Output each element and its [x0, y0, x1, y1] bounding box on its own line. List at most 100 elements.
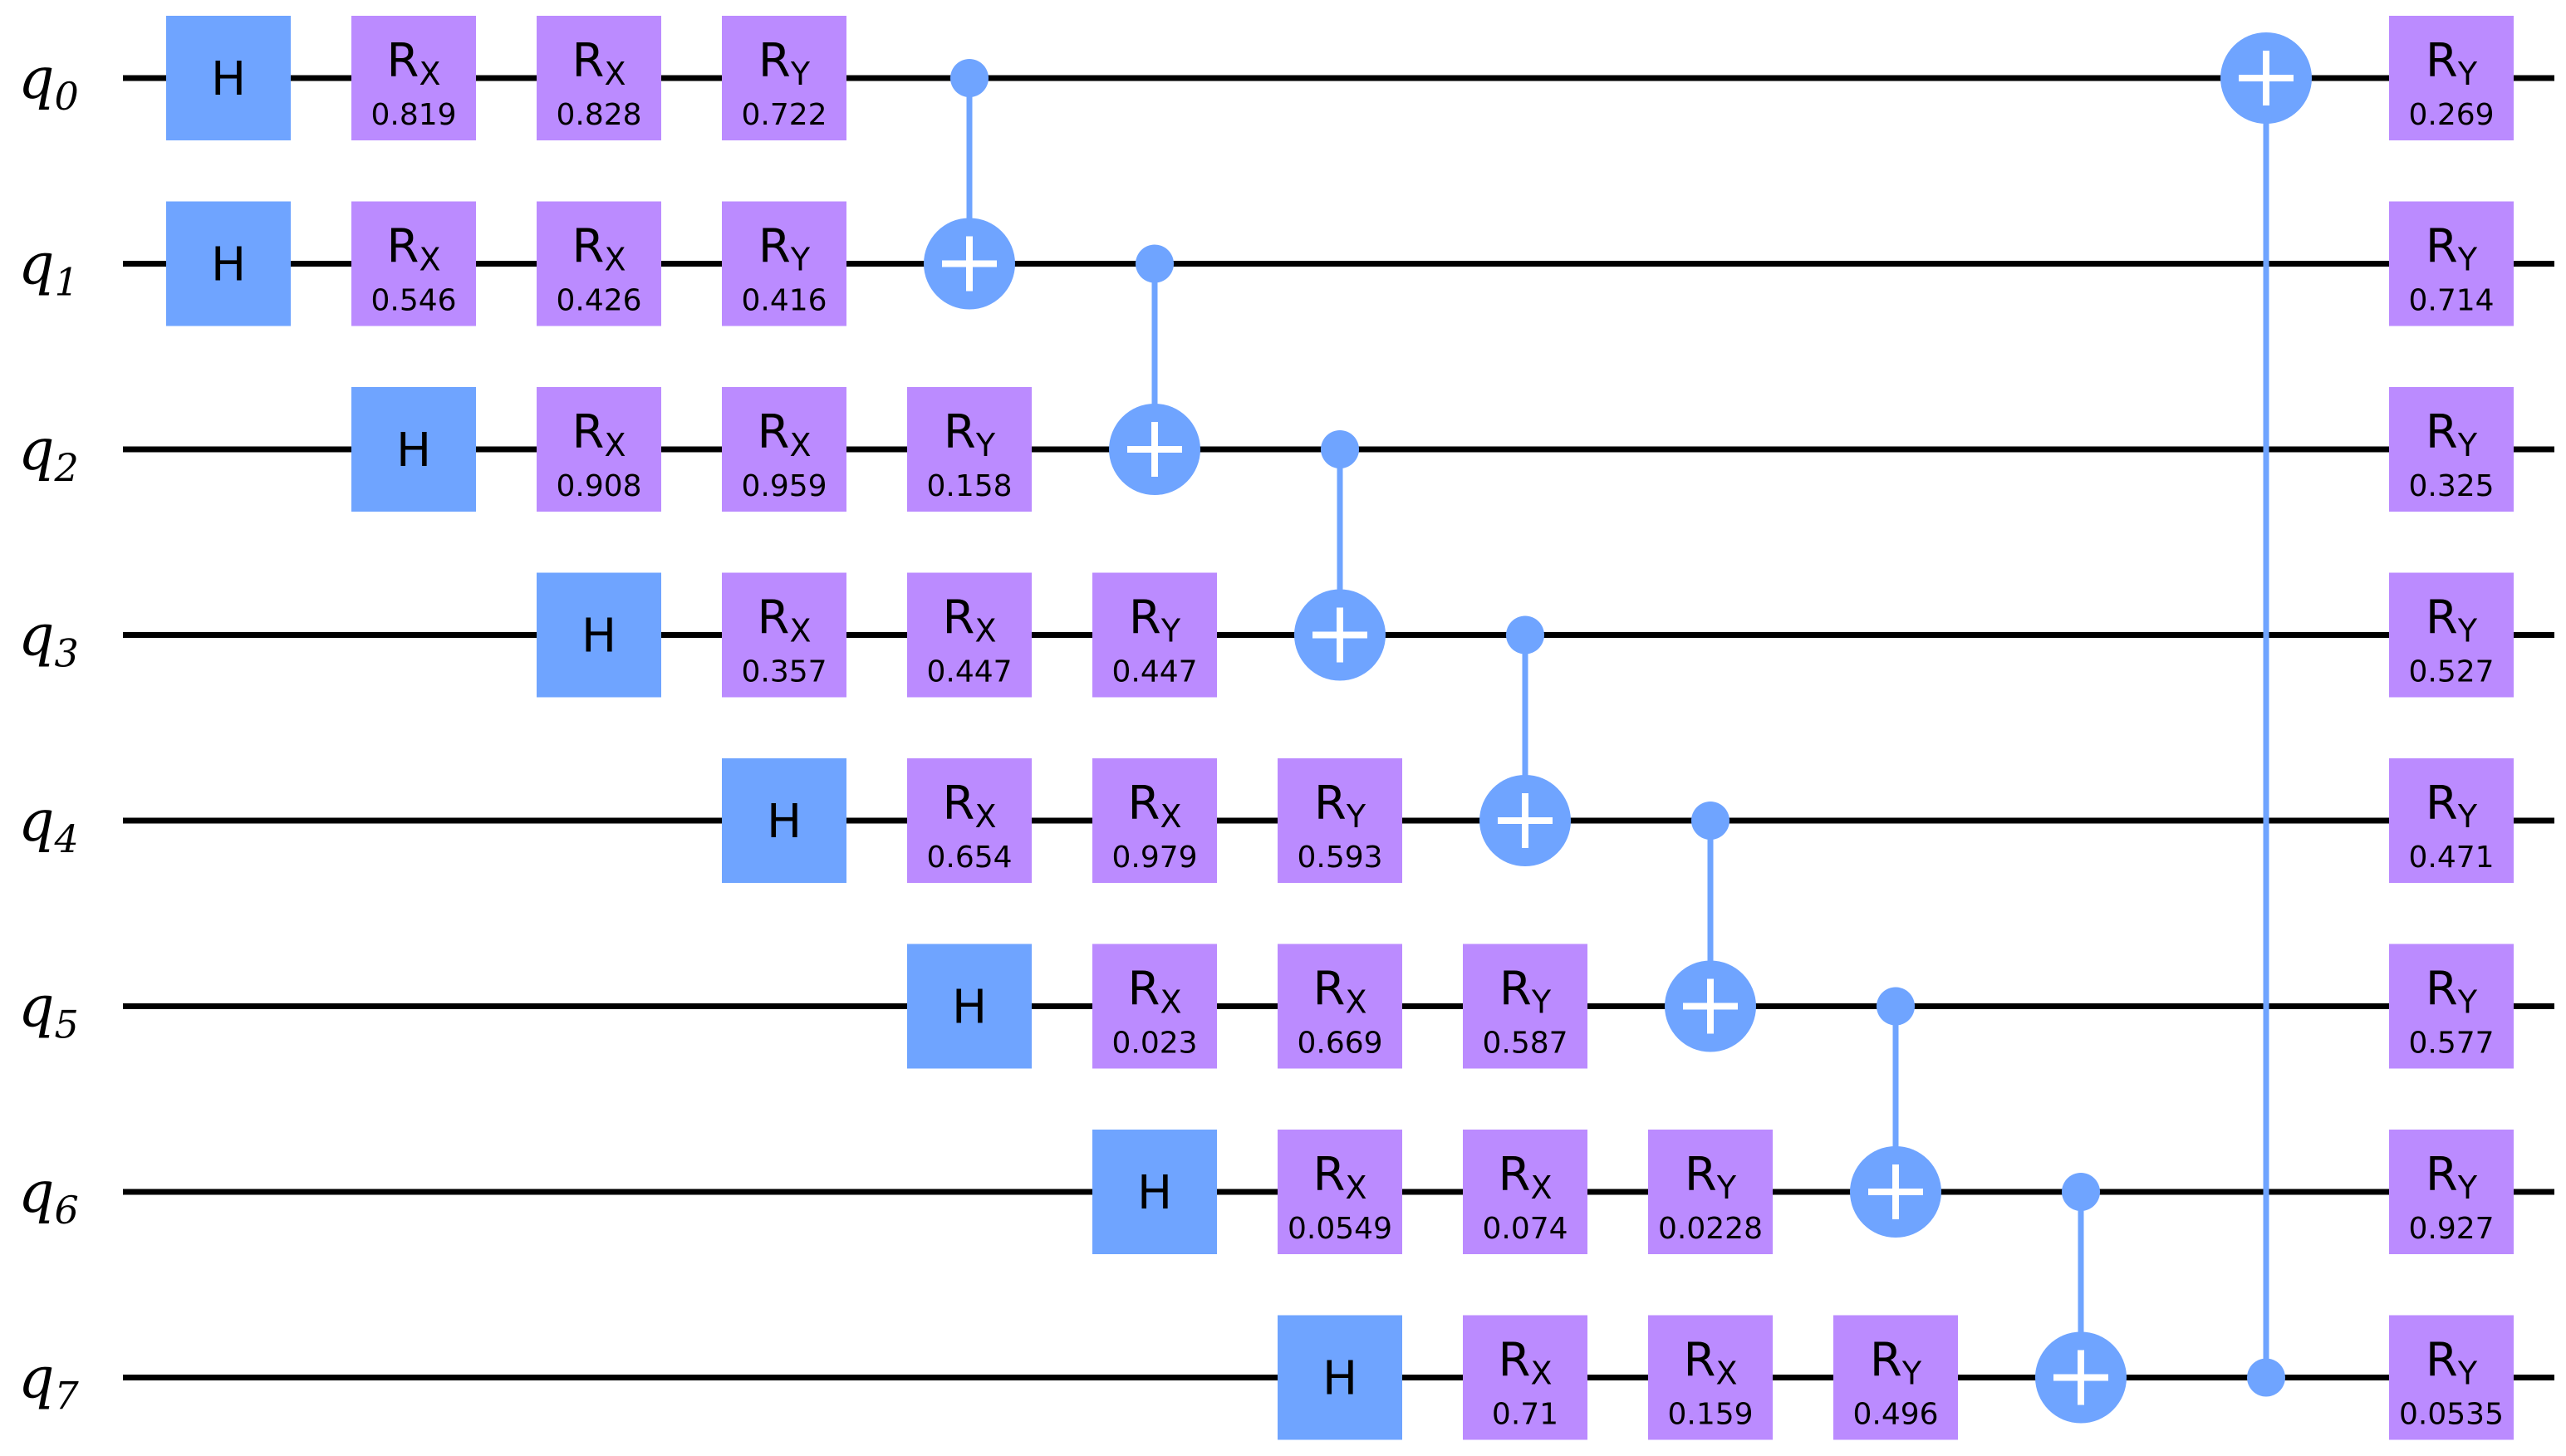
gate-label: H [211, 238, 246, 292]
gate-box [1833, 1315, 1958, 1440]
gate-param: 0.927 [2408, 1212, 2494, 1246]
gate-param: 0.0549 [1288, 1212, 1392, 1246]
rx-gate: RX0.074 [1463, 1130, 1587, 1254]
gate-box [722, 201, 846, 326]
gate-label: RY [2426, 34, 2478, 92]
gate-box [166, 201, 291, 326]
gate-box [351, 16, 476, 140]
qubit-label-2: q2 [18, 418, 79, 490]
gate-label: RY [1314, 777, 1366, 835]
cnot-gate [1109, 244, 1200, 495]
ry-gate: RY0.0228 [1648, 1130, 1773, 1254]
gate-label: RX [1313, 963, 1367, 1021]
ry-gate: RY 0.269 [2389, 16, 2514, 140]
gate-param: 0.416 [741, 284, 827, 318]
rx-gate: RX 0.908 [537, 387, 661, 512]
gate-label: RX [387, 34, 441, 92]
gate-param: 0.527 [2408, 655, 2494, 689]
gate-box [1648, 1130, 1773, 1254]
gate-box [1463, 1130, 1587, 1254]
gate-box [537, 201, 661, 326]
gate-label: RY [2426, 1334, 2478, 1392]
cnot-gate [1294, 430, 1386, 681]
gate-label: RX [1684, 1334, 1738, 1392]
gate-box [1463, 1315, 1587, 1440]
qubit-label-6: q6 [18, 1160, 79, 1233]
cnot-gate [2035, 1173, 2127, 1424]
control-dot [2247, 1358, 2285, 1397]
gate-label: RY [2426, 405, 2478, 463]
gate-param: 0.546 [370, 284, 456, 318]
gate-label: RX [572, 405, 626, 463]
gate-label: RY [1129, 591, 1181, 650]
gate-param: 0.654 [926, 841, 1012, 875]
cnot-gate [1665, 802, 1756, 1052]
gate-box [1648, 1315, 1773, 1440]
control-dot [1691, 802, 1729, 840]
ry-gate: RY 0.447 [1092, 572, 1217, 698]
gate-param: 0.722 [741, 98, 827, 132]
gate-box [907, 572, 1032, 698]
gate-label: H [1137, 1166, 1172, 1220]
gate-param: 0.669 [1297, 1027, 1382, 1061]
gate-box [722, 16, 846, 140]
gate-label: RX [1499, 1334, 1553, 1392]
gate-param: 0.426 [556, 284, 641, 318]
ry-gate: RY 0.587 [1463, 944, 1587, 1069]
gate-box [166, 16, 291, 140]
control-dot [1506, 615, 1544, 654]
gate-param: 0.325 [2408, 469, 2494, 503]
control-dot [1321, 430, 1359, 468]
qubit-label-4: q4 [18, 789, 79, 861]
gate-box [907, 758, 1032, 883]
ry-gate: RY0.471 [2389, 758, 2514, 883]
gate-param: 0.023 [1111, 1027, 1197, 1061]
gate-param: 0.447 [1111, 655, 1197, 689]
gate-label: H [767, 795, 802, 849]
rx-gate: RX 0.71 [1463, 1315, 1587, 1440]
gate-box [2389, 201, 2514, 326]
gate-param: 0.587 [1482, 1027, 1568, 1061]
gate-box [1092, 944, 1217, 1069]
gate-box [1278, 1130, 1402, 1254]
qubit-label-5: q5 [18, 975, 79, 1047]
gate-label: RY [1499, 963, 1552, 1021]
h-gate: H [537, 572, 661, 698]
gate-param: 0.959 [741, 469, 827, 503]
gate-box [2389, 387, 2514, 512]
gate-label: H [952, 981, 987, 1035]
gate-box [722, 572, 846, 698]
gate-param: 0.357 [741, 655, 827, 689]
gate-param: 0.828 [556, 98, 641, 132]
ry-gate: RY0.0535 [2389, 1315, 2514, 1440]
gate-param: 0.471 [2408, 841, 2494, 875]
rx-gate: RX0.979 [1092, 758, 1217, 883]
qubit-label-7: q7 [18, 1346, 80, 1419]
gate-param: 0.714 [2408, 284, 2494, 318]
rx-gate: RX0.447 [907, 572, 1032, 698]
ry-gate: RY 0.714 [2389, 201, 2514, 326]
gate-box [1092, 758, 1217, 883]
gate-box [351, 201, 476, 326]
gate-label: RY [944, 405, 996, 463]
h-gate: H [1278, 1315, 1402, 1440]
gate-label: RY [2426, 220, 2478, 278]
ry-gate: RY0.527 [2389, 572, 2514, 698]
rx-gate: RX0.159 [1648, 1315, 1773, 1440]
qubit-label-3: q3 [18, 604, 79, 676]
gate-box [722, 758, 846, 883]
gate-label: RX [1128, 777, 1182, 835]
gate-param: 0.908 [556, 469, 641, 503]
rx-gate: RX0.546 [351, 201, 476, 326]
gate-param: 0.71 [1492, 1398, 1558, 1432]
rx-gate: RX0.819 [351, 16, 476, 140]
gate-param: 0.269 [2408, 98, 2494, 132]
cnot-gate [1850, 987, 1941, 1238]
gate-label: H [396, 424, 431, 478]
control-dot [1877, 987, 1915, 1026]
gate-param: 0.074 [1482, 1212, 1568, 1246]
gate-label: RY [758, 220, 811, 278]
qubit-label-0: q0 [18, 47, 79, 119]
ry-gate: RY0.158 [907, 387, 1032, 512]
ry-gate: RY0.577 [2389, 944, 2514, 1069]
